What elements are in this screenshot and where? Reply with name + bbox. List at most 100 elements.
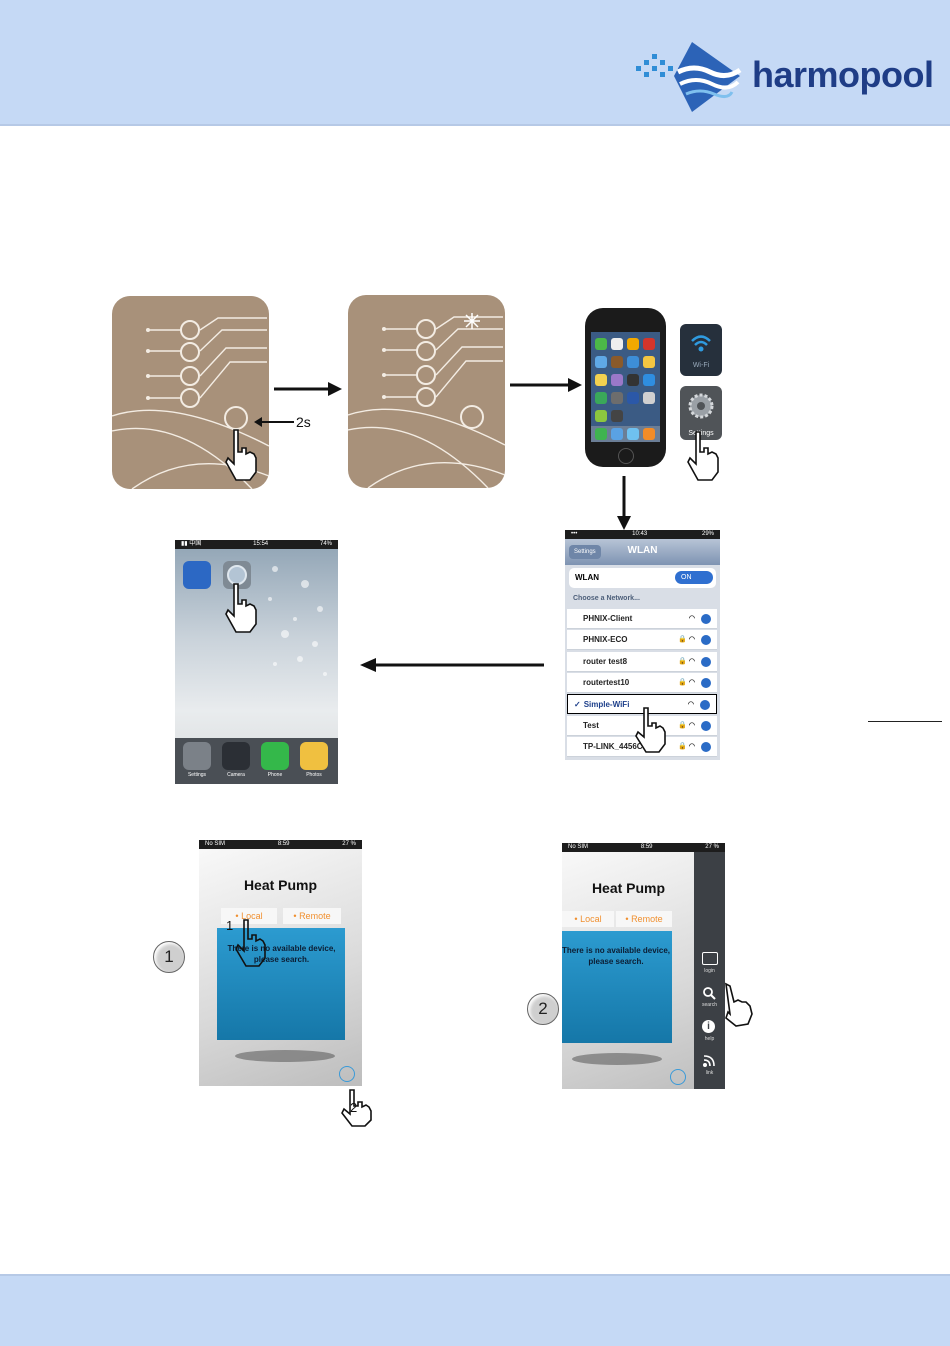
dock-settings-icon[interactable] xyxy=(183,742,211,770)
wifi-signal-icon: ◠ xyxy=(688,615,695,622)
detail-disclosure-icon[interactable] xyxy=(700,700,710,711)
wlan-row-label: WLAN xyxy=(575,573,599,582)
controller-panel-2 xyxy=(348,295,505,488)
dock: Settings Camera Phone Photos xyxy=(175,738,338,784)
header-band xyxy=(0,0,950,126)
detail-disclosure-icon[interactable] xyxy=(701,635,711,646)
network-name: router test8 xyxy=(583,656,628,666)
flow-arrow-right-1 xyxy=(274,382,342,396)
menu-arrow-button[interactable] xyxy=(670,1069,686,1085)
search-icon[interactable] xyxy=(702,986,716,1000)
side-label: login xyxy=(704,968,715,974)
dock-photos-icon[interactable] xyxy=(300,742,328,770)
back-button[interactable]: Settings xyxy=(569,545,601,559)
hand-pointer-icon xyxy=(341,1089,372,1127)
wifi-icon xyxy=(691,335,711,352)
wifi-signal-icon: 🔒 ◠ xyxy=(678,721,695,729)
hand-number-1: 1 xyxy=(226,918,234,933)
network-name: routertest10 xyxy=(583,677,630,687)
menu-arrow-button[interactable] xyxy=(339,1066,355,1082)
hand-pointer-icon xyxy=(225,583,257,633)
network-row[interactable]: ✓Simple-WiFi ◠ xyxy=(567,694,717,715)
tab-local[interactable]: • Local xyxy=(221,908,277,924)
side-label: help xyxy=(704,1036,715,1042)
detail-disclosure-icon[interactable] xyxy=(701,720,711,731)
link-signal-icon[interactable] xyxy=(702,1054,716,1068)
detail-disclosure-icon[interactable] xyxy=(701,656,711,667)
app-grid xyxy=(591,338,660,442)
shadow xyxy=(235,1050,335,1062)
network-row[interactable]: routertest10 🔒 ◠ xyxy=(567,672,717,693)
tab-local[interactable]: • Local xyxy=(562,911,614,927)
network-name: PHNIX-ECO xyxy=(583,635,628,645)
dock-label: Settings xyxy=(187,772,207,778)
device-list-area xyxy=(562,931,672,1043)
hand-pointer-icon xyxy=(235,919,266,967)
wifi-signal-icon: 🔒 ◠ xyxy=(678,742,695,750)
home-time: 15:54 xyxy=(253,541,269,547)
no-device-message: There is no available device,please sear… xyxy=(562,946,671,966)
network-name: Test xyxy=(583,720,599,730)
no-device-message: There is no available device,please sear… xyxy=(227,944,336,964)
side-menu: login search i help link xyxy=(694,852,725,1089)
network-row[interactable]: PHNIX-ECO 🔒 ◠ xyxy=(567,630,717,651)
hand-pointer-icon xyxy=(725,982,753,1027)
wlan-nav-bar: Settings WLAN xyxy=(565,539,720,565)
iphone-home-screen xyxy=(591,332,660,442)
tab-remote[interactable]: • Remote xyxy=(616,911,672,927)
flow-arrow-right-2 xyxy=(510,378,582,392)
settings-tile-label: Settings xyxy=(688,430,714,437)
hand-pointer-icon xyxy=(225,429,257,481)
network-name: TP-LINK_4456C xyxy=(583,741,643,751)
dock-phone-icon[interactable] xyxy=(261,742,289,770)
detail-disclosure-icon[interactable] xyxy=(701,614,711,624)
network-name: Simple-WiFi xyxy=(583,700,630,710)
gear-icon xyxy=(688,393,714,419)
step-callout-1: 1 xyxy=(153,941,185,973)
wlan-switch[interactable]: ON xyxy=(675,571,713,584)
hand-number-2: 2 xyxy=(350,1100,358,1115)
choose-network-label: Choose a Network... xyxy=(573,595,640,602)
wlan-toggle-row: WLAN ON xyxy=(569,568,716,588)
home-button xyxy=(618,448,634,464)
footer-band xyxy=(0,1274,950,1346)
wlan-title: WLAN xyxy=(627,545,658,556)
divider-line xyxy=(868,721,942,722)
hold-duration-label: 2s xyxy=(296,414,311,430)
settings-app-tile[interactable]: Settings xyxy=(680,386,722,440)
hand-pointer-icon xyxy=(635,707,666,753)
dock-camera-icon[interactable] xyxy=(222,742,250,770)
detail-disclosure-icon[interactable] xyxy=(701,741,711,752)
controller-panel-2-graphic xyxy=(348,313,505,488)
app-title: Heat Pump xyxy=(591,880,666,896)
login-icon[interactable] xyxy=(702,952,718,965)
wifi-signal-icon: 🔒 ◠ xyxy=(678,636,695,644)
wifi-signal-icon: 🔒 ◠ xyxy=(678,678,695,686)
app-title: Heat Pump xyxy=(243,877,318,893)
dock-label: Camera xyxy=(227,772,245,778)
hold-arrow xyxy=(254,417,294,427)
network-row[interactable]: PHNIX-Client◠ xyxy=(567,609,717,629)
detail-disclosure-icon[interactable] xyxy=(701,677,711,688)
step-callout-2: 2 xyxy=(527,993,559,1025)
wifi-app-tile: Wi-Fi xyxy=(680,324,722,376)
controller-panel-1 xyxy=(112,296,269,489)
flash-icon xyxy=(464,313,480,329)
side-label: search xyxy=(701,1002,717,1008)
wifi-tile-label: Wi-Fi xyxy=(692,362,710,369)
info-icon[interactable]: i xyxy=(702,1020,715,1033)
iphone xyxy=(585,308,666,467)
tab-remote[interactable]: • Remote xyxy=(283,908,341,924)
selected-check-icon: ✓ xyxy=(574,700,581,710)
wifi-signal-icon: ◠ xyxy=(687,701,694,709)
shadow xyxy=(572,1053,662,1065)
network-row[interactable]: router test8🔒 ◠ xyxy=(567,651,717,672)
